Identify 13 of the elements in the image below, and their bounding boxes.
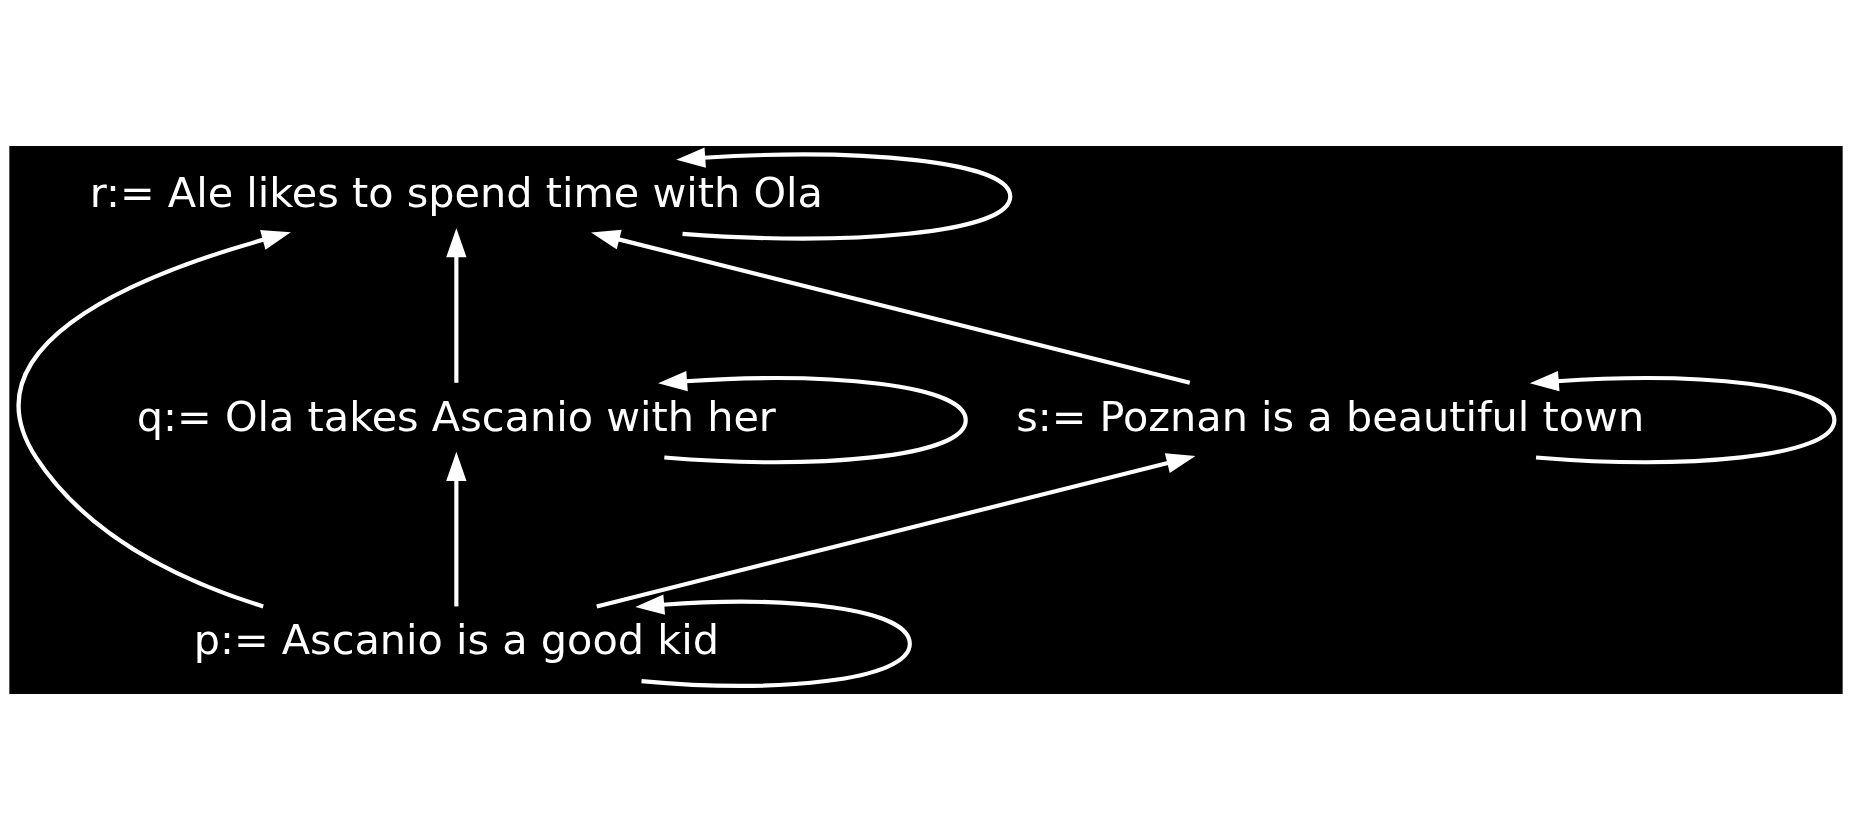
arrow bbox=[635, 593, 912, 688]
arrow bbox=[676, 147, 1013, 240]
arrow bbox=[1529, 370, 1837, 464]
arrow bbox=[446, 451, 467, 606]
arrow bbox=[591, 229, 1191, 385]
node-text: q:= Ola takes Ascanio with her bbox=[136, 392, 776, 441]
arrow bbox=[658, 370, 968, 464]
node-text: p:= Ascanio is a good kid bbox=[193, 615, 720, 664]
arrow bbox=[16, 229, 291, 608]
arrow bbox=[596, 452, 1196, 608]
node-text: s:= Poznan is a beautiful town bbox=[1016, 392, 1645, 441]
node-text: r:= Ale likes to spend time with Ola bbox=[89, 168, 823, 217]
arrow bbox=[446, 227, 467, 383]
